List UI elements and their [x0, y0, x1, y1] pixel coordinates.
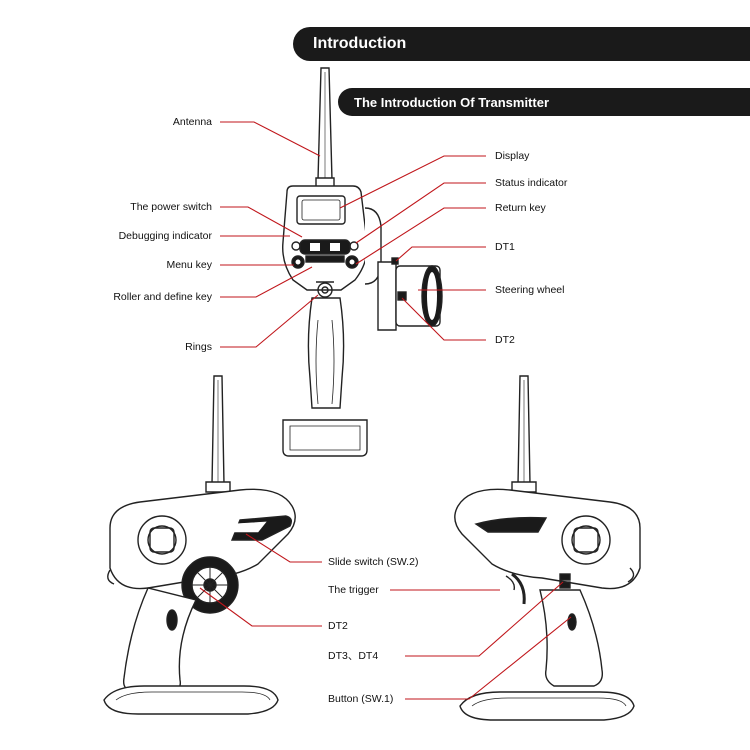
section-title: Introduction — [313, 35, 407, 52]
leader-dt3-dt4 — [405, 581, 564, 657]
label-return-key: Return key — [495, 202, 546, 214]
leader-dt1 — [395, 246, 486, 262]
label-power-switch: The power switch — [130, 201, 212, 213]
label-slide-switch: Slide switch (SW.2) — [328, 556, 419, 568]
leader-antenna — [220, 121, 321, 157]
subsection-title: The Introduction Of Transmitter — [354, 94, 550, 110]
label-button-sw1: Button (SW.1) — [328, 693, 394, 705]
leader-power-switch — [220, 206, 303, 238]
leader-slide-switch — [245, 533, 322, 563]
label-status-indicator: Status indicator — [495, 177, 568, 189]
leader-button-sw1 — [405, 616, 572, 700]
label-display: Display — [495, 150, 530, 162]
label-dt3-dt4: DT3、DT4 — [328, 650, 379, 662]
label-roller-define-key: Roller and define key — [113, 291, 212, 303]
front-view-transmitter — [282, 67, 443, 457]
label-trigger: The trigger — [328, 584, 379, 596]
leader-rings — [220, 294, 319, 348]
label-dt1: DT1 — [495, 241, 515, 253]
label-dt2-bottom: DT2 — [328, 620, 348, 632]
leader-lines — [199, 121, 572, 700]
leader-roller-define-key — [220, 266, 313, 298]
leader-return-key — [355, 207, 486, 265]
label-debugging-indicator: Debugging indicator — [118, 230, 212, 242]
label-steering-wheel: Steering wheel — [495, 284, 565, 296]
left-side-view-transmitter — [103, 375, 296, 715]
label-antenna: Antenna — [172, 116, 212, 128]
right-side-view-transmitter — [454, 375, 641, 721]
leader-status-indicator — [355, 182, 486, 244]
leader-dt2-bottom — [199, 587, 322, 627]
leader-dt2-top — [401, 297, 486, 341]
section-header: Introduction — [293, 27, 750, 61]
subsection-header: The Introduction Of Transmitter — [338, 88, 750, 116]
leader-display — [339, 155, 486, 209]
label-rings: Rings — [185, 341, 212, 353]
label-dt2-top: DT2 — [495, 334, 515, 346]
label-menu-key: Menu key — [166, 259, 212, 271]
